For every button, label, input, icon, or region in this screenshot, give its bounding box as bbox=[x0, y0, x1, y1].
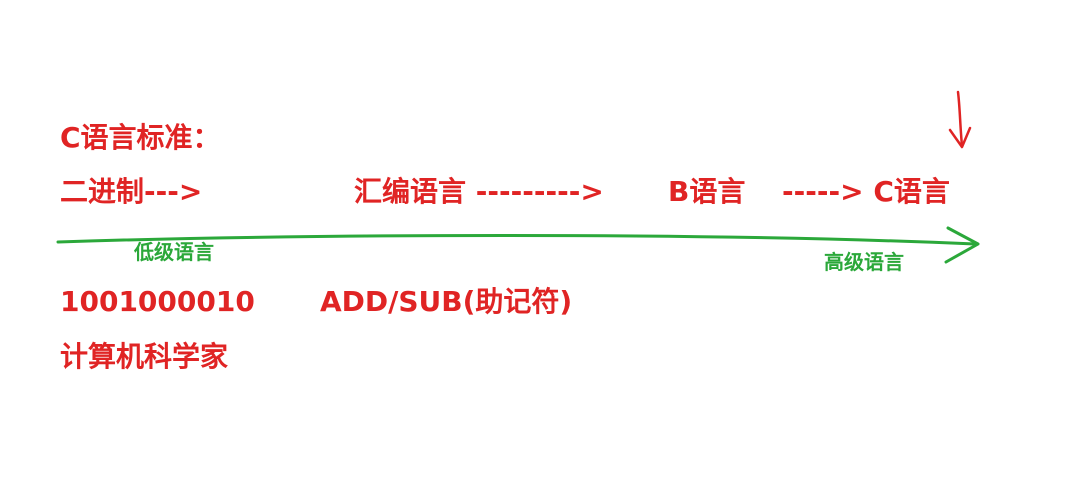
binary-code-example: 1001000010 bbox=[60, 285, 255, 318]
high-level-language-label: 高级语言 bbox=[824, 250, 904, 274]
low-level-language-label: 低级语言 bbox=[134, 240, 214, 264]
low-to-high-arrow-line bbox=[56, 234, 977, 246]
assembly-stage-label: 汇编语言 ---------> bbox=[354, 175, 604, 208]
low-to-high-arrow-head bbox=[944, 226, 980, 264]
c-language-marker-arrow-head bbox=[948, 126, 972, 149]
binary-stage-label: 二进制---> bbox=[60, 175, 203, 208]
c-language-stage-label: -----> C语言 bbox=[782, 175, 950, 208]
mnemonic-example: ADD/SUB(助记符) bbox=[320, 285, 573, 318]
computer-scientist-note: 计算机科学家 bbox=[60, 340, 229, 373]
diagram-title: C语言标准： bbox=[60, 121, 221, 154]
c-language-marker-arrow-shaft bbox=[956, 90, 964, 148]
b-language-stage-label: B语言 bbox=[668, 175, 746, 208]
